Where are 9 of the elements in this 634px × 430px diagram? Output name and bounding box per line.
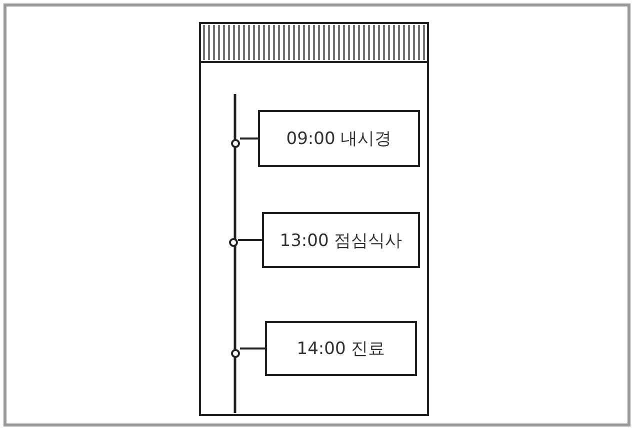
timeline-dot	[231, 349, 240, 358]
event-box: 14:00 진료	[265, 321, 417, 376]
connector-line	[238, 239, 262, 241]
event-box: 13:00 점심식사	[262, 212, 420, 268]
connector-line	[240, 138, 258, 140]
connector-line	[240, 348, 265, 350]
event-box: 09:00 내시경	[258, 110, 420, 167]
timeline-dot	[231, 139, 240, 148]
timeline-dot	[229, 238, 238, 247]
